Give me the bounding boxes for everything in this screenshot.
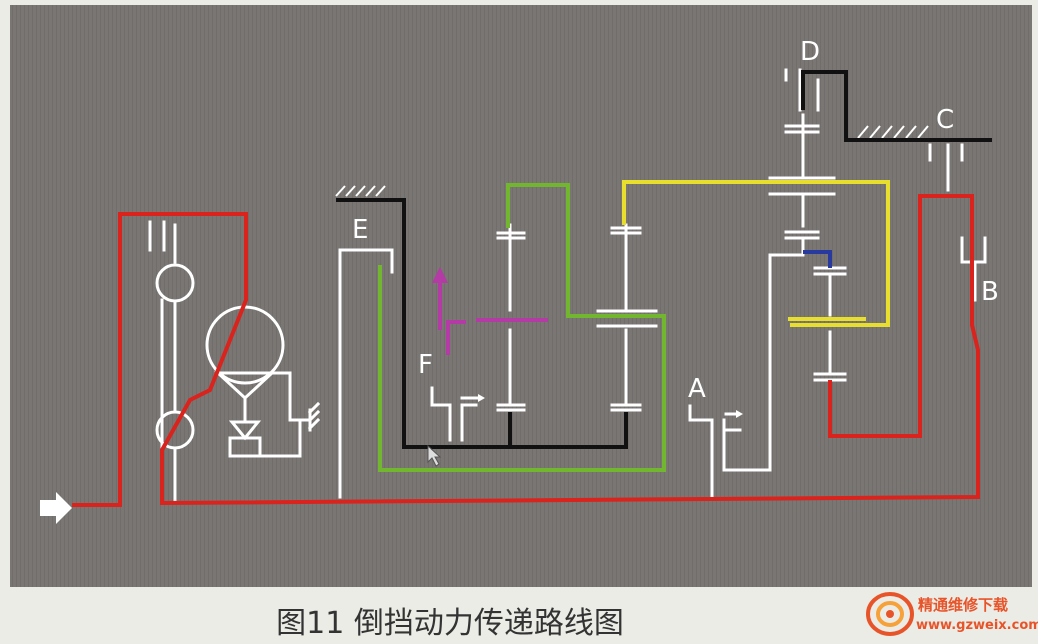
watermark-title: 精通维修下载 [918, 596, 1009, 614]
label-f: F [418, 350, 433, 380]
magenta-arrow-icon [432, 267, 448, 283]
label-b: B [981, 277, 999, 307]
ground-hatches [335, 125, 929, 197]
reaction-path-black [336, 198, 628, 449]
drive-path-magenta [446, 320, 466, 355]
label-e: E [352, 215, 368, 245]
diagram-panel [10, 5, 1032, 587]
watermark-url: www.gzweix.com [916, 618, 1038, 633]
input-arrow-icon [40, 492, 72, 524]
watermark: 精通维修下载 www.gzweix.com [862, 584, 1038, 643]
label-d: D [800, 37, 820, 67]
label-c: C [936, 105, 954, 135]
watermark-logo-icon [866, 592, 914, 636]
input-power-path [72, 194, 980, 507]
drive-path-black-top [801, 70, 992, 142]
figure-caption: 图11 倒挡动力传递路线图 [276, 606, 624, 641]
drive-path-blue [803, 250, 832, 268]
label-a: A [688, 374, 706, 404]
drive-path-green [378, 183, 666, 472]
drive-path-yellow [622, 180, 890, 327]
cursor-icon [427, 444, 442, 467]
